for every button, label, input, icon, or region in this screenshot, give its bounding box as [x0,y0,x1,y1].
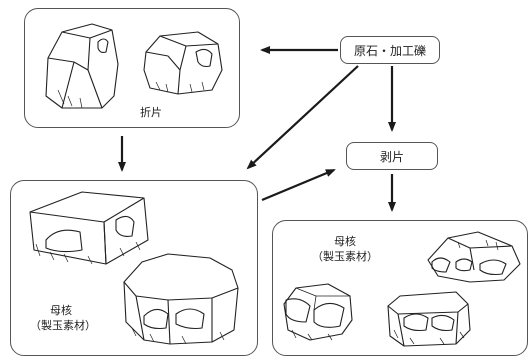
mother-core-tilted [427,231,521,283]
label-mother-core-right: 母核 （製玉素材） [306,234,384,264]
fragment-stone-2 [143,31,223,95]
node-raw-stone: 原石・加工礫 [340,36,440,64]
node-flake: 剥片 [346,142,438,170]
panel-fragments [24,8,240,128]
label-mother-core-left-line1: 母核 [50,304,72,317]
label-mother-core-right-line1: 母核 [334,235,356,248]
mother-core-box-large [29,191,149,265]
mother-core-box-right [387,291,471,347]
arrow-core-to-flake [261,168,336,202]
mother-core-round-left [283,283,353,341]
arrow-raw-to-core [246,65,359,170]
label-mother-core-left: 母核 （製玉素材） [30,303,96,333]
label-mother-core-left-line2: （製玉素材） [30,319,96,332]
panel-mother-core-right [272,220,528,356]
label-mother-core-right-line2: （製玉素材） [312,250,378,263]
panel-mother-core-left [10,180,258,356]
fragment-stone-1 [45,23,119,109]
label-fragments: 折片 [140,106,162,119]
mother-core-octagonal [123,253,239,345]
